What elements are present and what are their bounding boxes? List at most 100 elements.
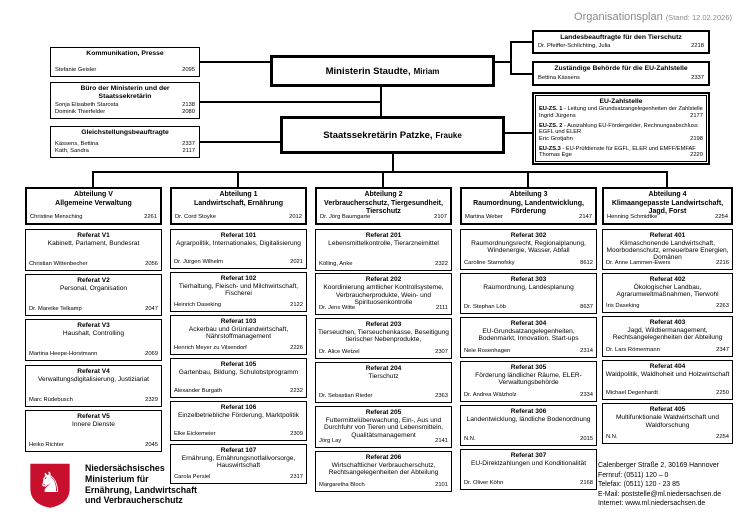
person-phone: 2261 — [144, 214, 157, 220]
referat-title: Referat V1 — [77, 232, 110, 239]
department-title: Abteilung 2 — [364, 191, 403, 198]
connector-line — [92, 171, 94, 188]
referat-description: Tierschutz — [368, 372, 399, 380]
connector-line — [392, 152, 394, 172]
person-name: Kath, Sandra — [55, 148, 89, 154]
eu-entry: EU-ZS.3 - EU-Prüfdienste für EGFL, ELER … — [539, 146, 703, 160]
person-phone: 2314 — [580, 348, 593, 354]
referat-description: Multifunktionale Waldwirtschaft und Wald… — [615, 414, 720, 429]
referat-title: Referat 302 — [510, 232, 547, 239]
referat-title: Referat 107 — [220, 447, 257, 454]
person-phone: 2122 — [290, 302, 303, 308]
person-phone: 2047 — [145, 306, 158, 313]
referat-description: Kabinett, Parlament, Bundesrat — [47, 240, 140, 247]
person-phone: 2263 — [716, 303, 729, 310]
connector-line — [382, 171, 384, 188]
referat-title: Referat 404 — [649, 362, 686, 370]
referat-title: Referat 405 — [649, 406, 686, 414]
saxon-steed-icon: ♞ — [37, 466, 63, 498]
eu-entry: EU-ZS. 1 - Leitung und Grundsatzangelege… — [539, 106, 703, 120]
department-subtitle: Raumordnung, Landentwicklung, Förderung — [473, 199, 584, 216]
person-name: Nele Rosenhagen — [464, 348, 511, 354]
eu-entry: EU-ZS. 2 - Auszahlung EU-Fördergelder, R… — [539, 123, 703, 143]
referat-title: Referat 401 — [649, 232, 686, 239]
referat-title: Referat 306 — [510, 408, 547, 415]
person-phone: 2317 — [290, 474, 303, 480]
referat-description: Ökologischer Landbau, Agrarumweltmaßnahm… — [616, 283, 719, 298]
contact-website: Internet: www.ml.niedersachsen.de — [598, 500, 706, 508]
person-name: Marc Rüdebusch — [29, 396, 73, 403]
ministerin-firstname: Miriam — [413, 66, 440, 76]
staatssekretaerin-firstname: Frauke — [435, 130, 462, 140]
referat-description: Ernährung, Ernährungsnotfallvorsorge, Ha… — [181, 455, 296, 470]
connector-line — [510, 41, 532, 43]
person-phone: 2056 — [145, 261, 158, 267]
referat-title: Referat 402 — [649, 275, 686, 283]
side-box-title: Büro der Ministerin und der Staatssekret… — [80, 85, 170, 100]
person-row: Nele Rosenhagen 2314 — [464, 348, 593, 355]
person-row: Dr. Mareike Telkamp 2047 — [29, 306, 158, 313]
referat-title: Referat 106 — [220, 404, 257, 411]
connector-line — [510, 41, 512, 75]
person-phone: 2138 — [182, 102, 195, 108]
person-name: Dr. Pfeiffer-Schlichting, Julia — [538, 43, 611, 49]
person-name: Kölling, Anke — [319, 260, 353, 267]
person-phone: 2198 — [690, 135, 703, 142]
person-name: Dr. Jürgen Wilhelm — [174, 259, 223, 265]
person-phone: 8612 — [580, 260, 593, 266]
document-title: Organisationsplan(Stand: 12.02.2026) — [574, 7, 732, 25]
referat-title: Referat 202 — [365, 276, 402, 284]
referat-description: Tierhaltung, Fleisch- und Milchwirtschaf… — [178, 283, 299, 298]
person-name: Michael Degenhardt — [606, 390, 658, 397]
spacer — [55, 58, 195, 67]
contact-fax: Telefax: (0511) 120 - 23 85 — [598, 481, 680, 489]
side-box-title: Zuständige Behörde für die EU-Zahlstelle — [554, 65, 688, 72]
referat-title: Referat V5 — [77, 412, 110, 420]
person-phone: 2101 — [435, 482, 448, 488]
person-row: Kölling, Anke 2322 — [319, 261, 448, 268]
contact-address: Calenberger Straße 2, 30169 Hannover — [598, 462, 720, 469]
person-phone: 2322 — [435, 260, 448, 267]
referat-description: Personal, Organisation — [59, 285, 128, 293]
referat-title: Referat 103 — [220, 318, 257, 325]
person-name: Sonja Elisabeth Starosta — [55, 102, 119, 108]
page-title-date: (Stand: 12.02.2026) — [665, 13, 732, 22]
person-phone: 2015 — [580, 436, 593, 442]
side-box-title: Kommunikation, Presse — [86, 50, 164, 57]
person-name: Dr. Lars Römermann — [606, 346, 660, 353]
person-name: Dr. Mareike Telkamp — [29, 306, 82, 313]
person-phone: 2045 — [145, 441, 158, 448]
person-phone: 2254 — [716, 433, 729, 440]
person-phone: 2307 — [435, 349, 448, 356]
referat-title: Referat 204 — [365, 364, 402, 372]
referat-description: Raumordnungsrecht, Regionalplanung, Wind… — [471, 240, 586, 255]
right-box-1: Zuständige Behörde für die EU-Zahlstelle… — [532, 61, 710, 86]
person-phone: 2147 — [579, 214, 592, 220]
